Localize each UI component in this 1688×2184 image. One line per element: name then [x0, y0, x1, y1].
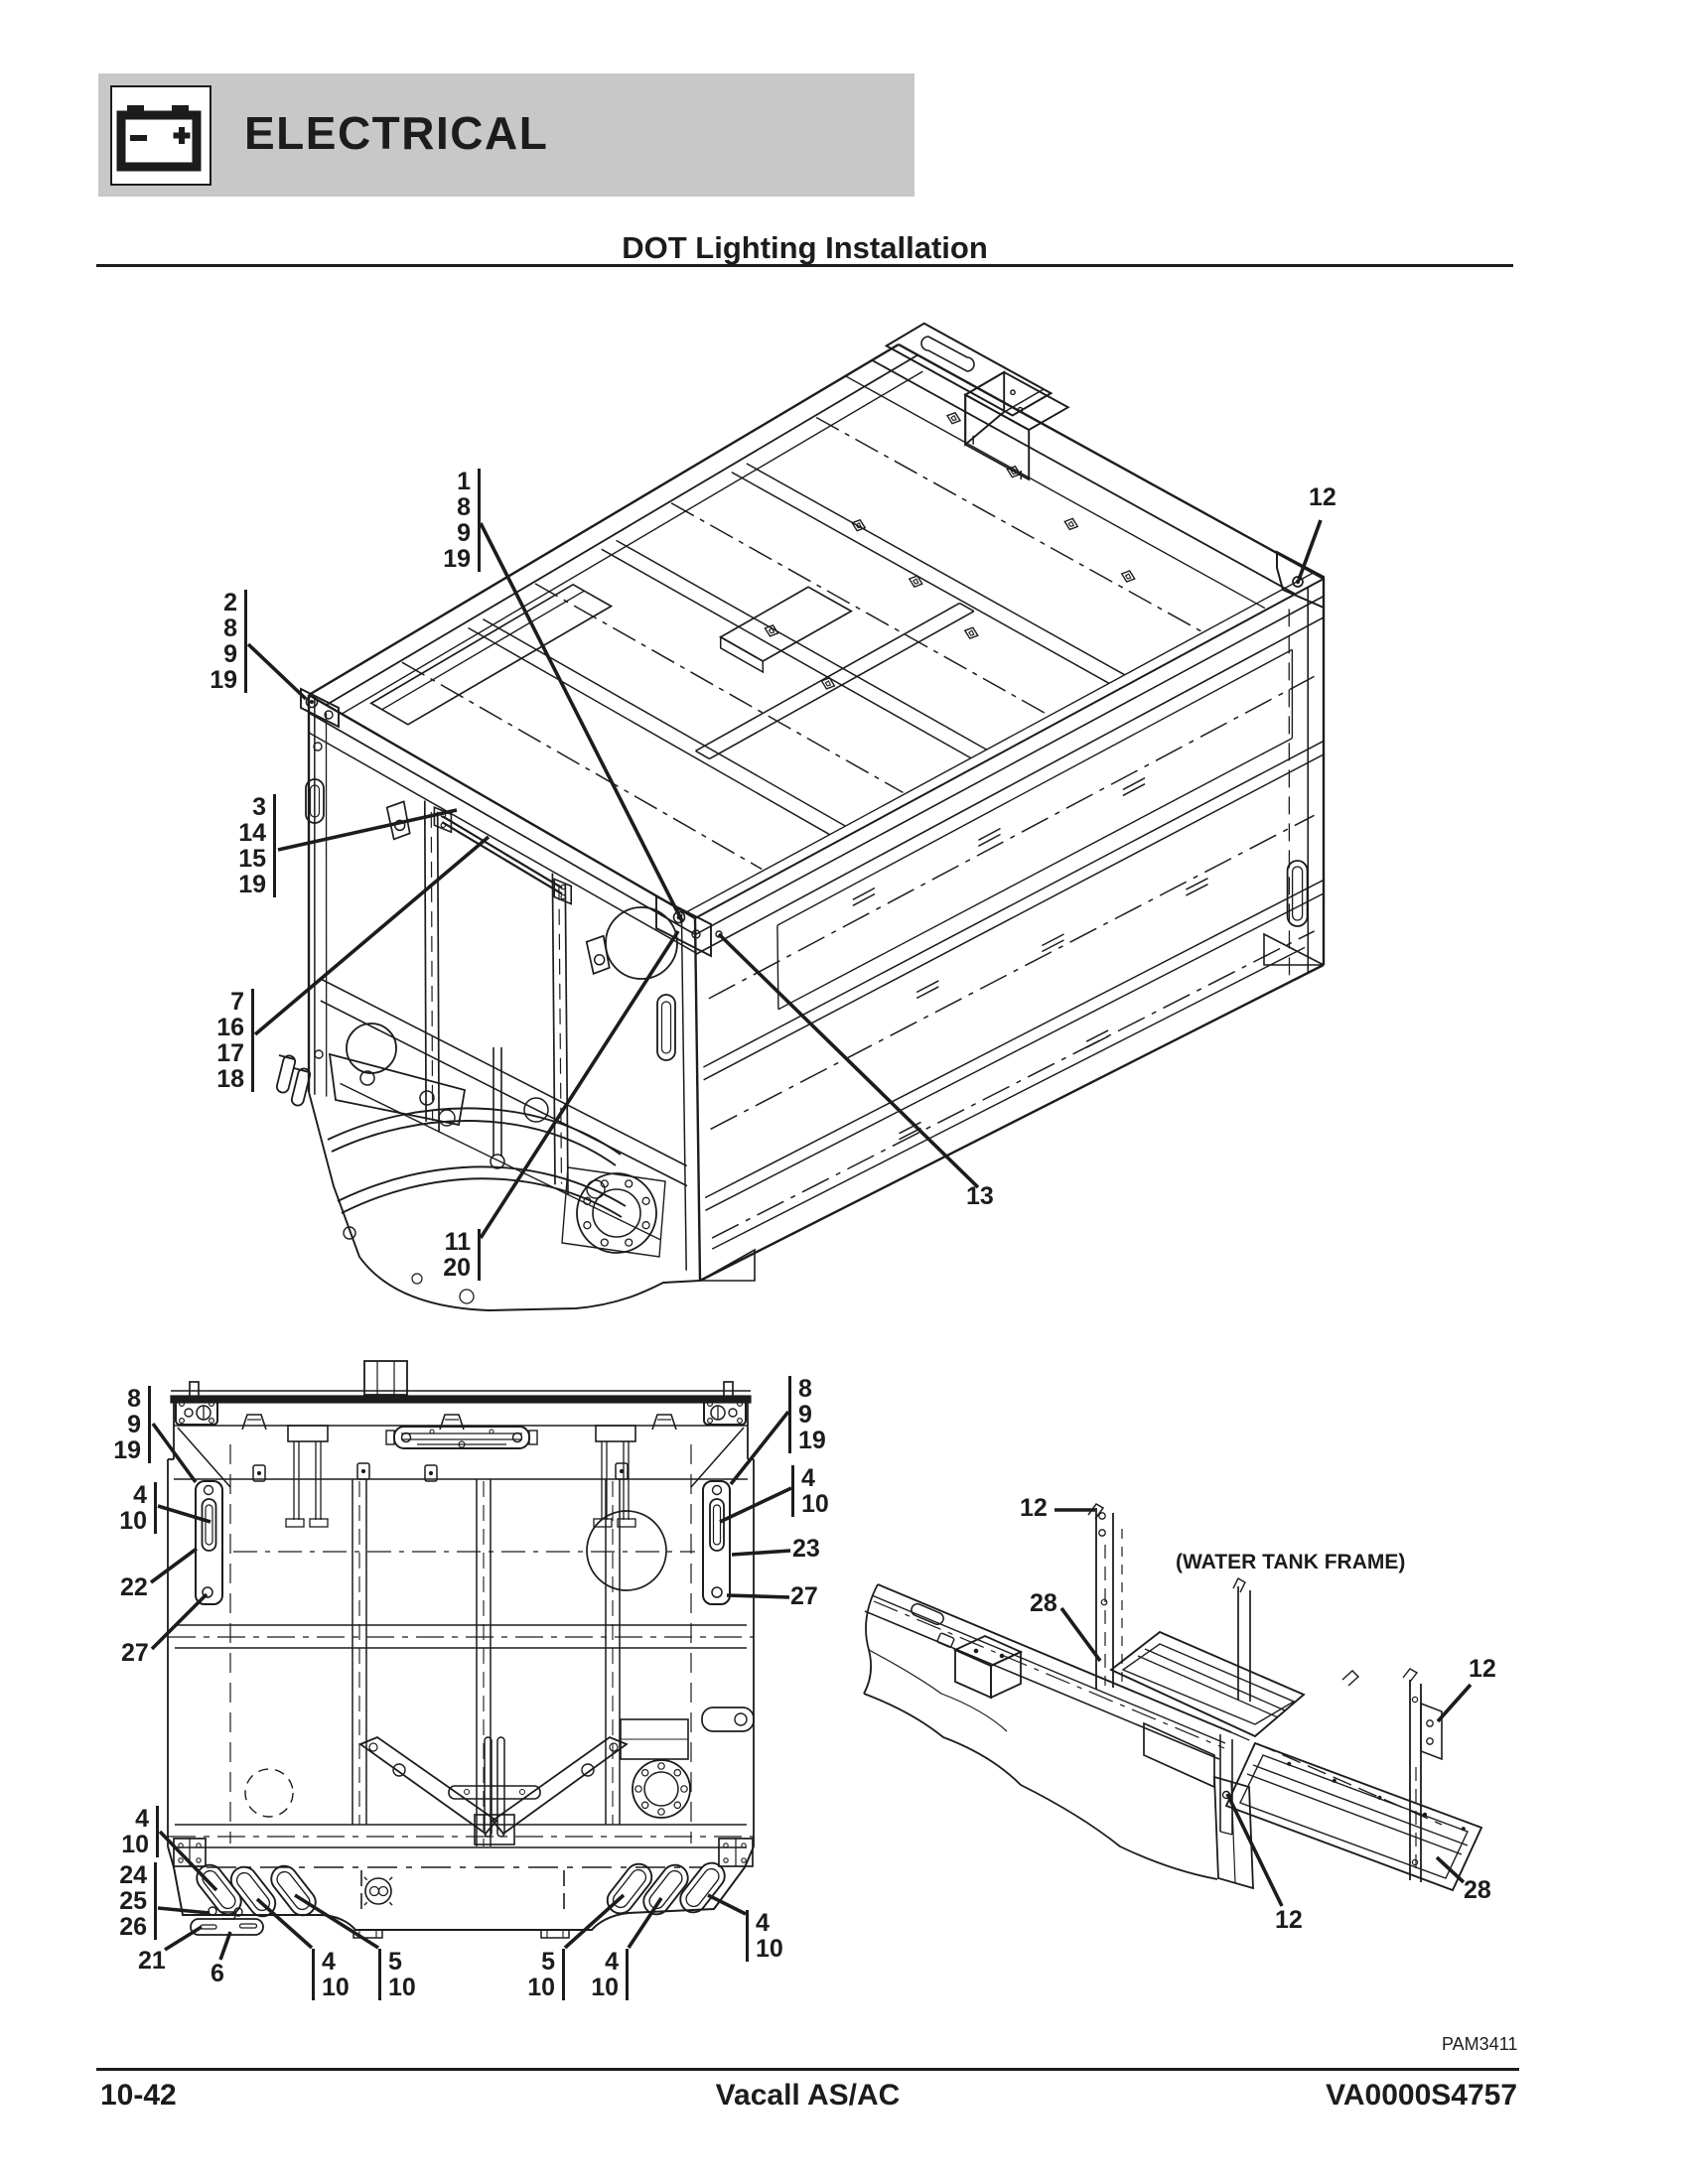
section-title: ELECTRICAL: [244, 106, 549, 159]
callout-top-3: 7 16 17 18: [216, 989, 254, 1092]
callout-rear-12: 4 10: [312, 1949, 350, 2000]
water-tank-frame-label: (WATER TANK FRAME): [1176, 1551, 1406, 1573]
callout-water-2: 12: [1469, 1655, 1496, 1683]
callout-rear-5: 4 10: [791, 1465, 829, 1517]
callout-rear-6: 23: [792, 1535, 820, 1563]
callout-rear-16: 4 10: [746, 1910, 783, 1962]
callout-rear-10: 21: [138, 1947, 166, 1975]
callout-rear-15: 4 10: [591, 1949, 629, 2000]
footer-document-number: VA0000S4757: [1326, 2079, 1517, 2112]
page-title: DOT Lighting Installation: [622, 230, 988, 265]
figure-code: PAM3411: [1442, 2034, 1518, 2054]
callout-water-1: 28: [1030, 1589, 1057, 1617]
callout-water-4: 12: [1275, 1906, 1303, 1934]
callout-rear-0: 8 9 19: [113, 1386, 151, 1463]
callout-rear-2: 22: [120, 1573, 148, 1601]
rear-diagram-art: [167, 1360, 755, 1939]
footer-rule: [96, 2068, 1519, 2071]
callout-top-0: 1 8 9 19: [443, 469, 481, 572]
footer-model: Vacall AS/AC: [715, 2079, 901, 2112]
callout-rear-13: 5 10: [378, 1949, 416, 2000]
callout-water-0: 12: [1020, 1494, 1048, 1522]
footer-page-number: 10-42: [100, 2079, 177, 2112]
water-tank-diagram-art: [863, 1503, 1483, 1892]
section-banner: ELECTRICAL: [98, 73, 914, 197]
callout-rear-11: 6: [211, 1960, 224, 1987]
callout-rear-7: 27: [790, 1582, 818, 1610]
callout-rear-1: 4 10: [119, 1482, 157, 1534]
top-diagram-art: [275, 322, 1326, 1311]
callout-top-1: 2 8 9 19: [210, 590, 247, 693]
callout-rear-14: 5 10: [527, 1949, 565, 2000]
callout-rear-4: 8 9 19: [788, 1376, 826, 1453]
battery-icon: [110, 85, 211, 186]
callout-rear-3: 27: [121, 1639, 149, 1667]
callout-top-5: 12: [1309, 483, 1336, 511]
callout-water-3: 28: [1464, 1876, 1491, 1904]
callout-rear-8: 4 10: [121, 1806, 159, 1857]
callout-top-6: 13: [966, 1182, 994, 1210]
leader-lines: [149, 519, 1473, 1961]
callout-top-4: 11 20: [443, 1229, 481, 1281]
callout-top-2: 3 14 15 19: [238, 794, 276, 897]
callout-rear-9: 24 25 26: [119, 1862, 157, 1940]
title-rule: [96, 264, 1513, 267]
